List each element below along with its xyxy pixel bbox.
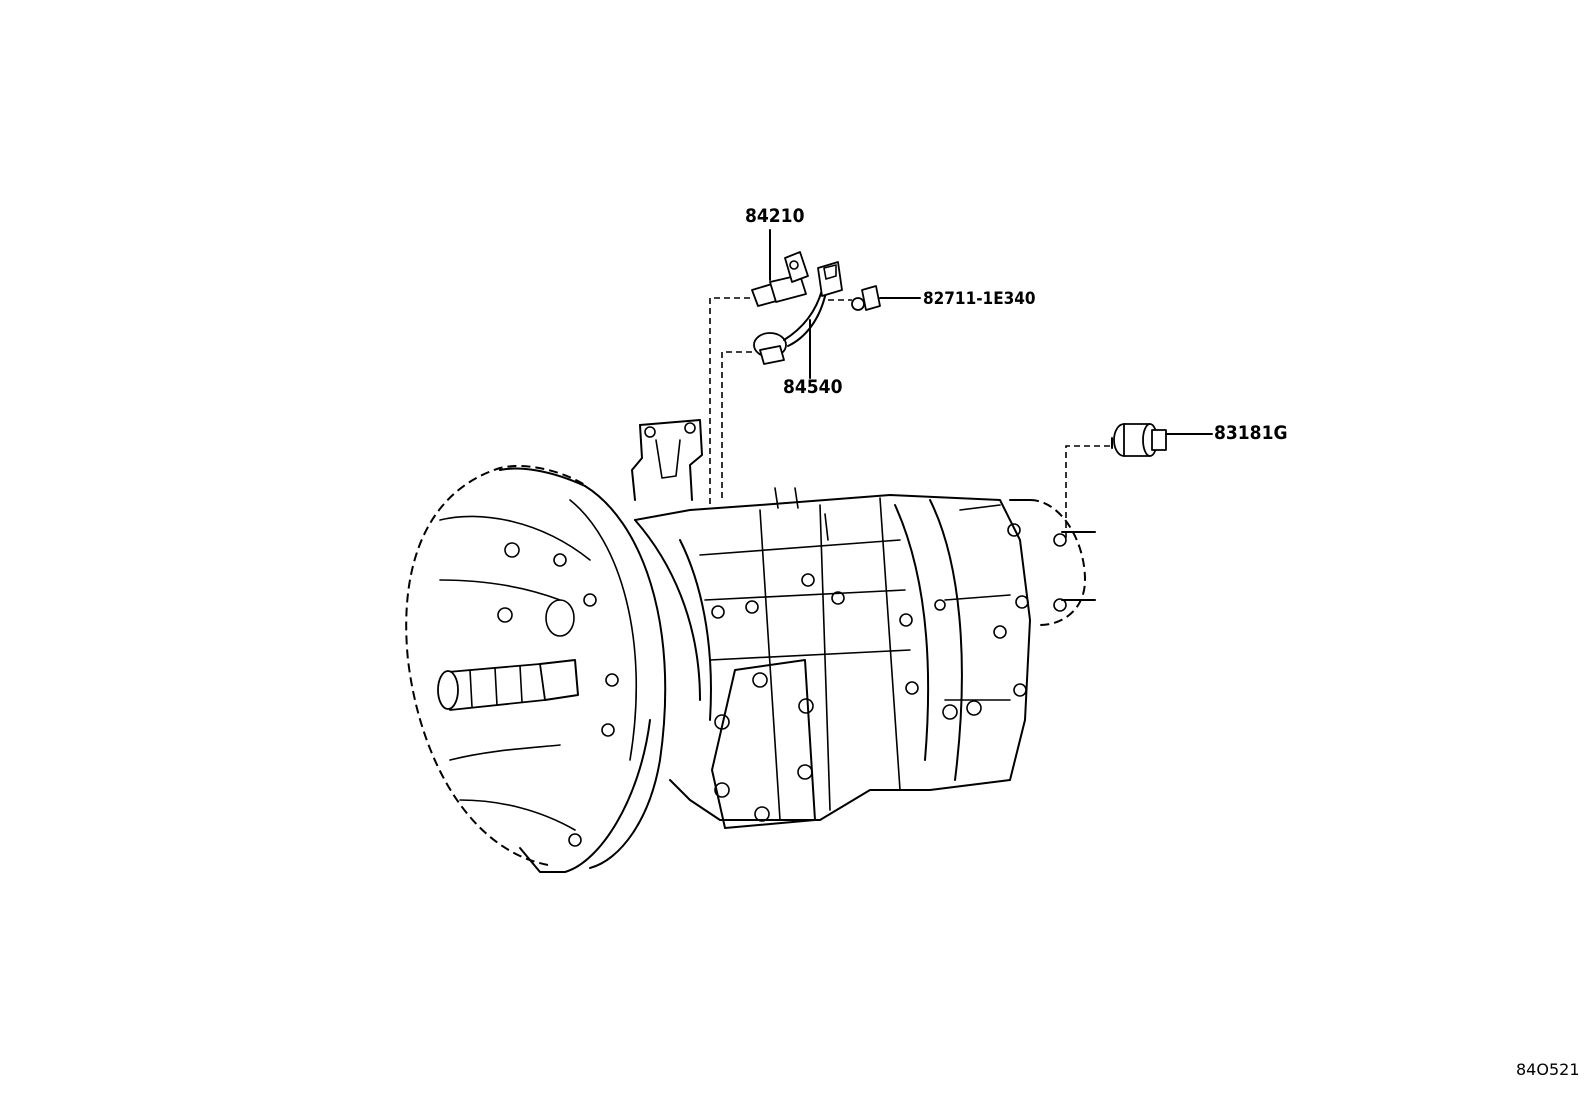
vehicle-speed-sensor-part <box>1111 423 1213 457</box>
leader-lines <box>709 297 1110 540</box>
rear-extension <box>1007 499 1096 626</box>
part-label-82711-1E340[interactable]: 82711-1E340 <box>923 289 1036 309</box>
part-label-84540[interactable]: 84540 <box>783 376 843 398</box>
bottom-cover <box>711 659 816 829</box>
connector-part <box>828 285 921 311</box>
shift-tower <box>631 419 829 541</box>
speed-sensor-part <box>751 229 809 307</box>
bell-housing <box>405 465 667 873</box>
main-case <box>634 494 1031 821</box>
back-up-switch-part <box>753 261 843 379</box>
diagram-code: 84O521 <box>1516 1060 1580 1079</box>
part-label-84210[interactable]: 84210 <box>745 205 805 227</box>
part-label-83181G[interactable]: 83181G <box>1214 422 1288 444</box>
input-shaft <box>437 599 579 711</box>
